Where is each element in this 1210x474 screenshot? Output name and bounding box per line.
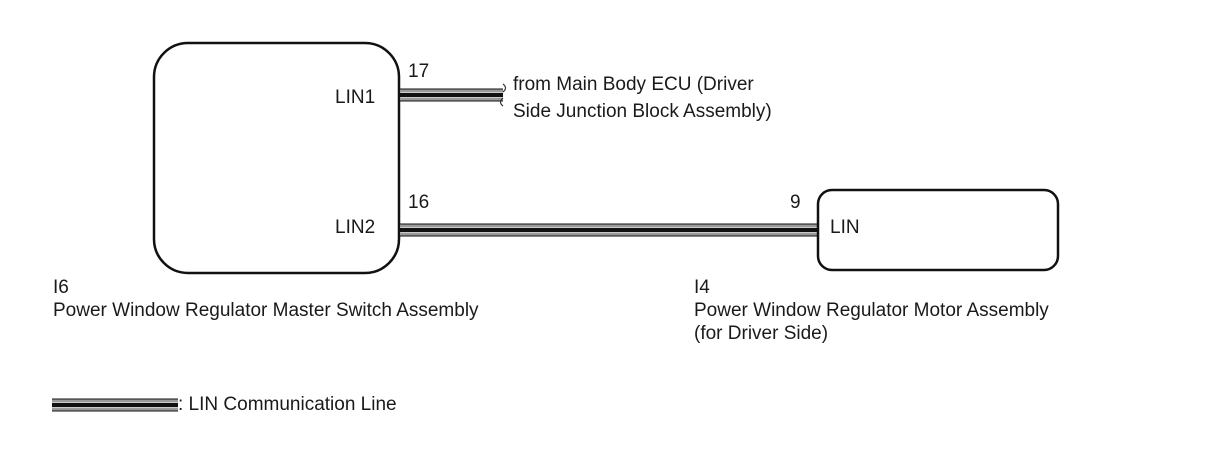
pin-number-9: 9 (790, 192, 801, 213)
pin-number-16: 16 (408, 192, 430, 213)
master-switch-id: I6 (53, 277, 69, 298)
motor-assembly-name: Power Window Regulator Motor Assembly (694, 300, 1049, 321)
wire-break-mark-top (502, 83, 507, 93)
wire-break-mark-bottom (499, 97, 504, 107)
motor-assembly-side: (for Driver Side) (694, 323, 829, 344)
motor-assembly-id: I4 (694, 277, 710, 298)
lin2-wire (400, 223, 818, 237)
lin1-wire (400, 88, 503, 102)
legend-line-sample (52, 398, 178, 412)
pin-label-lin2: LIN2 (335, 217, 376, 238)
external-source-line2: Side Junction Block Assembly) (513, 101, 772, 122)
pin-number-17: 17 (408, 61, 430, 82)
motor-assembly-box (816, 188, 1060, 272)
external-source-line1: from Main Body ECU (Driver (513, 74, 754, 95)
master-switch-name: Power Window Regulator Master Switch Ass… (53, 300, 479, 321)
pin-label-lin: LIN (830, 217, 860, 238)
legend-label: : LIN Communication Line (178, 394, 397, 415)
pin-label-lin1: LIN1 (335, 87, 376, 108)
master-switch-box (152, 41, 401, 275)
